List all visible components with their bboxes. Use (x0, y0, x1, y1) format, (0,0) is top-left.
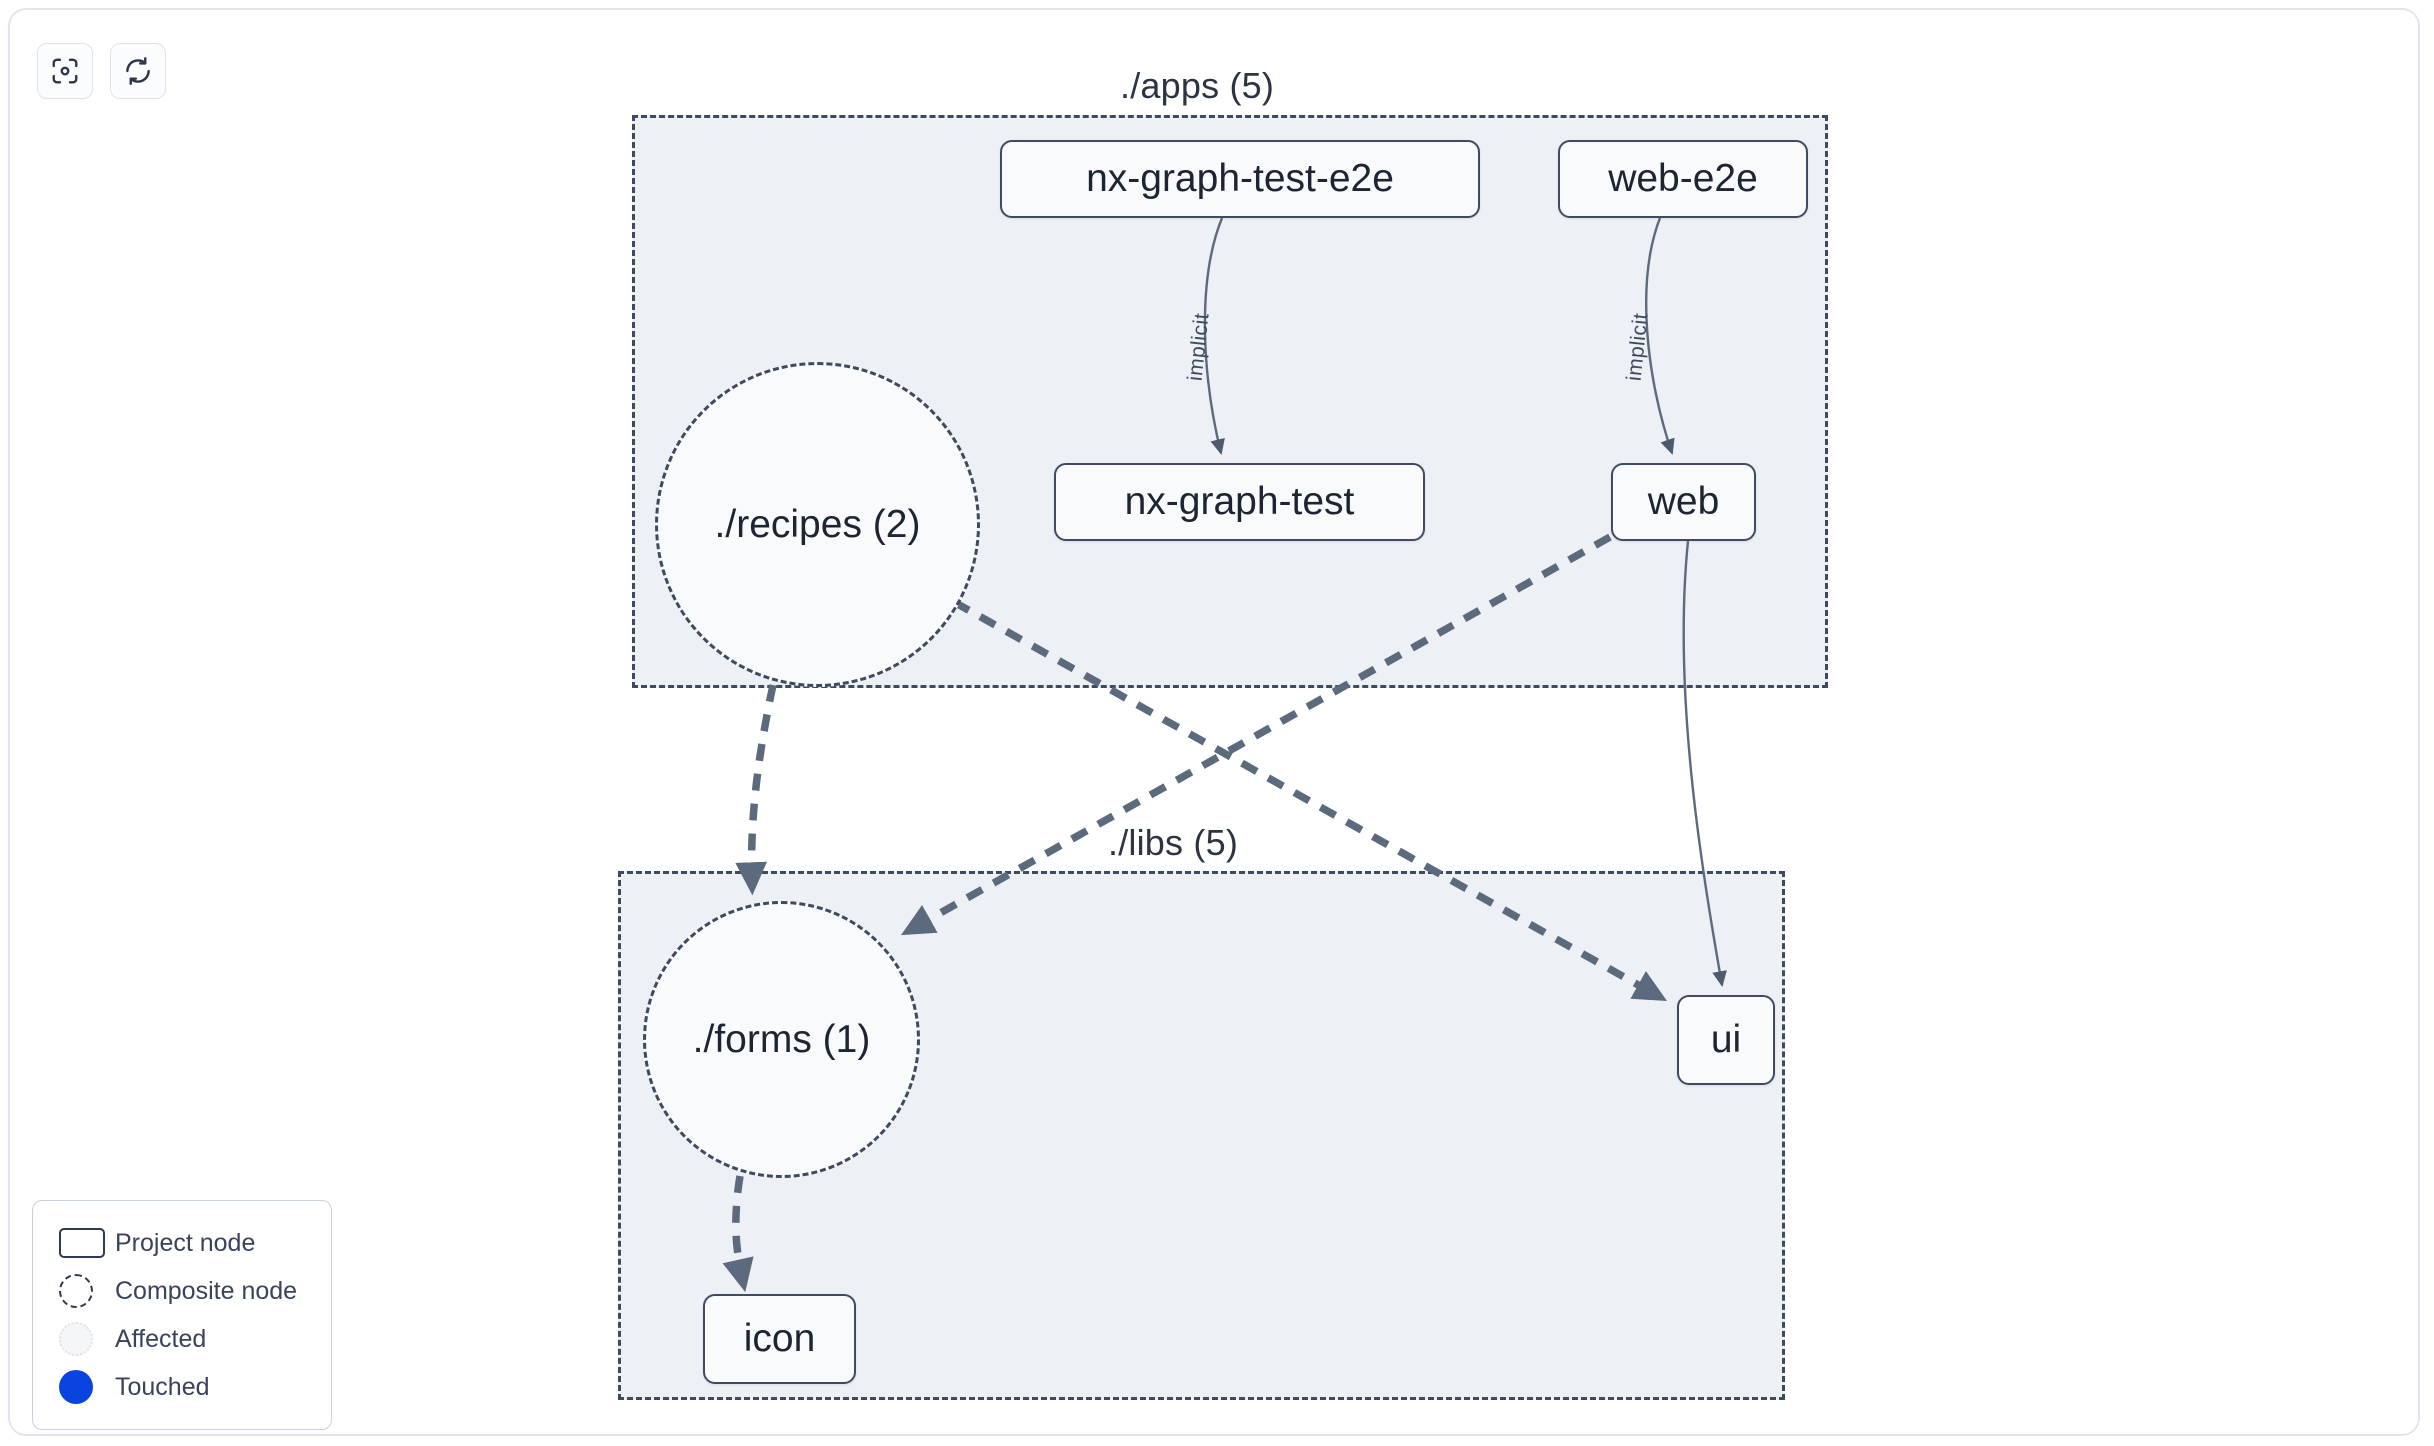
project-node-icon (59, 1228, 115, 1258)
graph-legend: Project node Composite node Affected Tou… (32, 1200, 332, 1430)
graph-canvas-panel[interactable]: ./apps (5) ./libs (5) (8, 8, 2420, 1436)
node-label: nx-graph-test-e2e (1086, 157, 1394, 200)
node-label: ./recipes (2) (714, 502, 921, 546)
edge-recipes-to-forms (735, 684, 777, 896)
legend-label: Composite node (115, 1276, 298, 1305)
legend-item-composite-node: Composite node (59, 1267, 311, 1315)
node-nx-graph-test[interactable]: nx-graph-test (1054, 463, 1425, 541)
legend-item-touched: Touched (59, 1363, 311, 1411)
legend-label: Touched (115, 1372, 210, 1401)
node-forms-composite[interactable]: ./forms (1) (643, 901, 920, 1178)
focus-target-icon (50, 56, 80, 86)
group-label-apps: ./apps (5) (1120, 65, 1275, 106)
node-ui[interactable]: ui (1677, 995, 1775, 1085)
node-recipes-composite[interactable]: ./recipes (2) (655, 362, 980, 687)
graph-toolbar (37, 43, 166, 99)
refresh-graph-button[interactable] (110, 43, 166, 99)
refresh-icon (123, 56, 153, 86)
node-web[interactable]: web (1611, 463, 1756, 541)
node-label: web (1647, 480, 1720, 523)
composite-node-icon (59, 1274, 115, 1308)
node-label: ./forms (1) (692, 1017, 871, 1061)
affected-node-icon (59, 1322, 115, 1356)
node-web-e2e[interactable]: web-e2e (1558, 140, 1808, 218)
touched-node-icon (59, 1370, 115, 1404)
node-label: nx-graph-test (1124, 480, 1355, 523)
legend-item-affected: Affected (59, 1315, 311, 1363)
group-label-libs: ./libs (5) (1108, 822, 1239, 863)
focus-graph-button[interactable] (37, 43, 93, 99)
legend-label: Affected (115, 1324, 207, 1353)
node-nx-graph-test-e2e[interactable]: nx-graph-test-e2e (1000, 140, 1480, 218)
node-label: web-e2e (1608, 157, 1758, 200)
node-icon[interactable]: icon (703, 1294, 856, 1384)
node-label: ui (1710, 1018, 1742, 1061)
node-label: icon (743, 1317, 816, 1360)
legend-label: Project node (115, 1228, 256, 1257)
graph-stage[interactable]: ./apps (5) ./libs (5) (10, 10, 2418, 1434)
legend-item-project-node: Project node (59, 1219, 311, 1267)
